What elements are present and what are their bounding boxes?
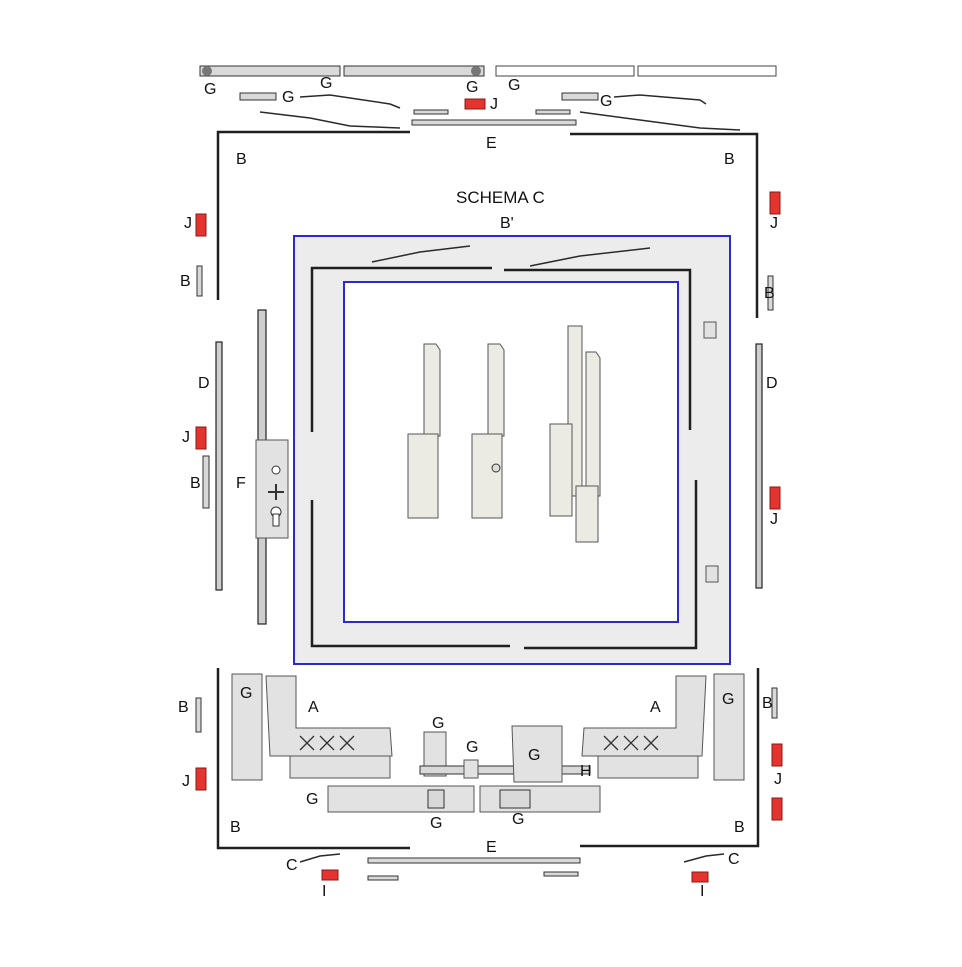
left-plug-j-mid	[195, 426, 207, 450]
right-piece-b	[767, 275, 774, 311]
label-b: B	[230, 819, 241, 836]
left-rod-d	[215, 341, 223, 591]
top-connector-1	[239, 92, 277, 101]
label-b: B	[190, 475, 201, 492]
handle-3	[549, 325, 601, 543]
right-plug-j-bottom2	[771, 797, 783, 821]
label-g: G	[240, 685, 253, 702]
label-a: A	[650, 699, 661, 716]
label-i: I	[322, 883, 327, 900]
top-connector-2	[561, 92, 599, 101]
label-d: D	[766, 375, 778, 392]
label-e: E	[486, 135, 497, 152]
top-bar-e	[411, 119, 577, 126]
left-piece-b	[196, 265, 203, 297]
left-piece-b2	[202, 455, 210, 509]
label-j: J	[184, 215, 192, 232]
bracket-g-small	[423, 731, 447, 777]
bottom-bar-e	[367, 857, 581, 864]
bracket-g-center	[463, 759, 479, 779]
schema-c-frame	[293, 235, 731, 665]
label-j: J	[182, 429, 190, 446]
label-c: C	[286, 857, 298, 874]
label-g: G	[432, 715, 445, 732]
label-g: G	[528, 747, 541, 764]
right-rod-d	[755, 343, 763, 589]
label-b: B	[178, 699, 189, 716]
label-c: C	[728, 851, 740, 868]
left-assembly-a	[265, 675, 393, 779]
right-plug-j-top	[769, 191, 781, 215]
label-j: J	[490, 96, 498, 113]
left-piece-b3	[195, 697, 202, 733]
label-g: G	[722, 691, 735, 708]
right-piece-b3	[771, 687, 778, 719]
label-b: B	[762, 695, 773, 712]
bottom-arm-left	[299, 853, 341, 863]
label-a: A	[308, 699, 319, 716]
rod-h	[419, 765, 591, 775]
label-g: G	[320, 75, 333, 92]
right-block-g	[713, 673, 745, 781]
rail-g-left	[327, 785, 475, 813]
top-plug-j	[464, 98, 486, 110]
label-g: G	[600, 93, 613, 110]
label-b: B	[236, 151, 247, 168]
label-b: B	[734, 819, 745, 836]
handle-1	[407, 343, 441, 519]
label-b: B	[724, 151, 735, 168]
bottom-plug-i-right	[691, 871, 709, 883]
box-g	[511, 725, 563, 783]
label-e: E	[486, 839, 497, 856]
top-rod-right	[495, 65, 777, 77]
label-g: G	[466, 739, 479, 756]
label-g: G	[512, 811, 525, 828]
label-j: J	[182, 773, 190, 790]
top-rod-left	[199, 65, 485, 77]
label-g: G	[508, 77, 521, 94]
label-g: G	[430, 815, 443, 832]
label-d: D	[198, 375, 210, 392]
bottom-plug-i-left	[321, 869, 339, 881]
rail-g-right	[479, 785, 601, 813]
bottom-corner-left	[216, 668, 410, 850]
top-corner-left	[216, 130, 410, 300]
label-g: G	[204, 81, 217, 98]
top-corner-right	[570, 132, 759, 318]
schema-title: SCHEMA C	[456, 188, 545, 207]
bottom-corner-right	[580, 668, 760, 848]
top-arm-right	[613, 94, 707, 105]
top-arm-left	[299, 94, 401, 109]
right-assembly-a	[581, 675, 707, 779]
left-block-g	[231, 673, 263, 781]
top-bar-small-right	[535, 109, 571, 115]
label-i: I	[700, 883, 705, 900]
label-g: G	[306, 791, 319, 808]
label-j: J	[770, 215, 778, 232]
handle-2	[471, 343, 505, 519]
bottom-bar-small-right	[543, 871, 579, 877]
right-plug-j-mid	[769, 486, 781, 510]
lock-f	[255, 309, 289, 625]
left-plug-j-bottom	[195, 767, 207, 791]
left-plug-j-top	[195, 213, 207, 237]
label-b: B	[764, 285, 775, 302]
schema-subtitle: B'	[500, 215, 514, 232]
bottom-bar-small-left	[367, 875, 399, 881]
right-plug-j-bottom	[771, 743, 783, 767]
label-h: H	[580, 763, 592, 780]
top-bar-small-left	[413, 109, 449, 115]
label-g: G	[466, 79, 479, 96]
label-j: J	[774, 771, 782, 788]
label-f: F	[236, 475, 246, 492]
label-j: J	[770, 511, 778, 528]
label-g: G	[282, 89, 295, 106]
bottom-arm-right	[683, 853, 725, 863]
label-b: B	[180, 273, 191, 290]
